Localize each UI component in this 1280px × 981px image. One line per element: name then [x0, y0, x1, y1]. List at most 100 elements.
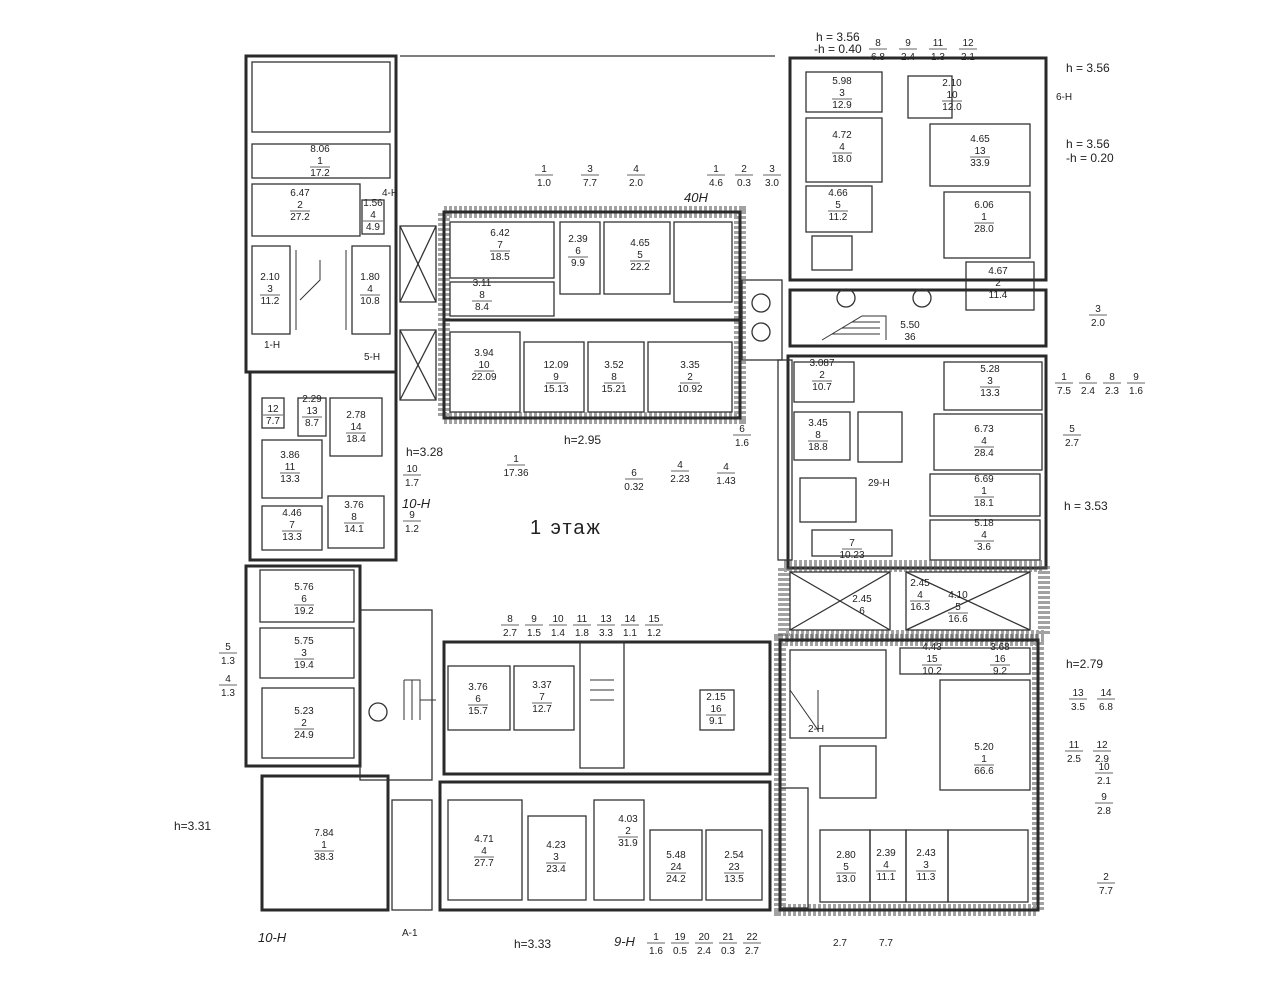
room-no: 5 [955, 602, 961, 613]
room-r8 [329, 397, 383, 457]
area-fraction-right_middle-1: 62.4 [1079, 372, 1097, 397]
fraction-area: 2.0 [629, 178, 643, 189]
area-fraction-top_center-0: 11.0 [535, 164, 553, 189]
room-area: 24.9 [294, 730, 314, 741]
room-no: 5 [843, 862, 849, 873]
fraction-area: 2.9 [1095, 754, 1109, 765]
stair-right [799, 477, 857, 523]
room-top-left [251, 61, 391, 133]
room-no: 4 [981, 530, 987, 541]
room-dim: 3.45 [808, 418, 828, 429]
room-r53 [905, 571, 1031, 631]
room-labels: 8.06117.26.47227.22.10311.21.80410.81.56… [260, 76, 1010, 885]
room-no: 9 [553, 372, 559, 383]
room-dim: 3.68 [990, 642, 1010, 653]
room-area: 27.2 [290, 212, 310, 223]
room-no: 12 [267, 404, 279, 415]
room-r45 [649, 829, 703, 901]
section-29n: 29-Н [868, 478, 890, 489]
fraction-area: 2.3 [1105, 386, 1119, 397]
room-dim: 3.087 [809, 358, 834, 369]
room-no: 2 [819, 370, 825, 381]
room-area: 38.3 [314, 852, 334, 863]
room-r33 [933, 413, 1043, 471]
room-r19 [449, 281, 555, 317]
room-area: 9.1 [709, 716, 723, 727]
room-dim: 6.47 [290, 188, 310, 199]
section-1n: 1-Н [264, 340, 280, 351]
height-left-bottom: h=3.31 [174, 819, 211, 833]
fraction-text: 3 [769, 164, 775, 175]
fraction-area: 2.7 [1065, 438, 1079, 449]
room-area: 27.7 [474, 858, 494, 869]
room-r24 [805, 117, 883, 183]
central-block [442, 210, 742, 420]
fraction-text: 9 [1133, 372, 1139, 383]
room-area: 9.9 [571, 258, 585, 269]
building-walls [244, 54, 1050, 916]
fraction-area: 2.0 [1091, 318, 1105, 329]
room-area: 10.7 [812, 382, 832, 393]
room-r28 [929, 123, 1031, 187]
fraction-area: 6.8 [1099, 702, 1113, 713]
area-fraction-right_bottom-3: 122.9 [1093, 740, 1111, 765]
room-no: 15 [926, 654, 938, 665]
area-fraction-top_right-1: 92.4 [899, 38, 917, 63]
fraction-area: 2.4 [1081, 386, 1095, 397]
area-fraction-right_upper-0: 32.0 [1089, 304, 1107, 329]
room-r23 [647, 341, 733, 413]
room-r26 [805, 185, 873, 233]
fraction-text: 2 [1103, 872, 1109, 883]
room-no: 5 [637, 250, 643, 261]
room-area: 66.6 [974, 766, 994, 777]
room-wc [857, 411, 903, 463]
fraction-text: 5 [225, 642, 231, 653]
area-fraction-center_lower-5: 141.1 [621, 614, 639, 639]
corridor-36 [788, 288, 1048, 348]
room-r11 [327, 495, 385, 549]
room-area: 4.9 [366, 222, 380, 233]
room-no: 4 [917, 590, 923, 601]
room-r21 [523, 341, 585, 413]
area-fraction-right_middle-3: 91.6 [1127, 372, 1145, 397]
fraction-text: 13 [1072, 688, 1084, 699]
room-no: 8 [479, 290, 485, 301]
section-6n: 6-Н [1056, 92, 1072, 103]
height-right-mid-b: -h = 0.20 [1066, 151, 1114, 165]
room-no: 8 [611, 372, 617, 383]
room-no: 7 [497, 240, 503, 251]
fraction-area: 3.0 [765, 178, 779, 189]
room-dim: 4.43 [922, 642, 942, 653]
room-r37 [811, 529, 893, 557]
room-dim: 3.11 [473, 278, 492, 289]
section-9n: 9-Н [614, 934, 636, 949]
fraction-area: 7.5 [1057, 386, 1071, 397]
room-area: 23.4 [546, 864, 566, 875]
fraction-text: 8 [875, 38, 881, 49]
room-r5 [361, 199, 385, 235]
room-r20 [449, 331, 521, 413]
room-no: 10 [478, 360, 490, 371]
room-area: 18.1 [974, 498, 994, 509]
room-area: 13.3 [980, 388, 1000, 399]
room-dim: 5.75 [294, 636, 314, 647]
room-r16 [449, 221, 555, 279]
fraction-text: 14 [1100, 688, 1112, 699]
area-fraction-left_lower-0: 51.3 [219, 642, 237, 667]
shaft-1 [399, 225, 437, 303]
area-fraction-top_right-0: 86.8 [869, 38, 887, 63]
room-r41 [699, 689, 735, 731]
fraction-text: 9 [531, 614, 537, 625]
